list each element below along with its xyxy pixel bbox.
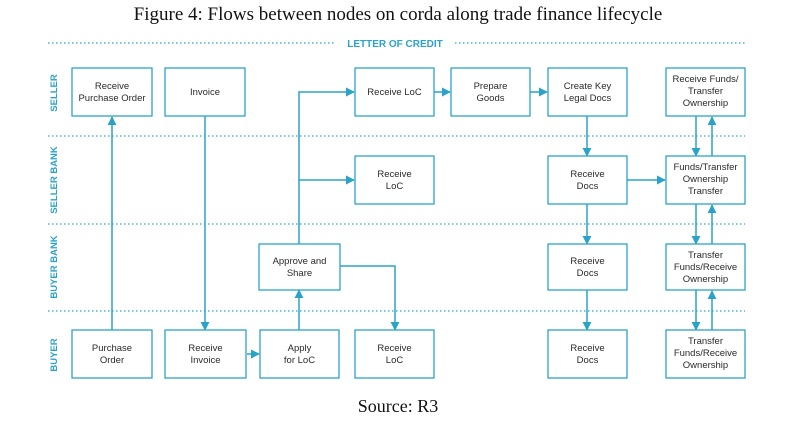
arrow-approve-to-buyer-receive-loc [340,265,400,331]
node-buyer-transfer-funds: Transfer Funds/Receive Ownership [665,329,746,379]
node-text: Order [100,355,124,366]
node-text: Goods [477,93,505,104]
node-text: Transfer [688,186,723,197]
node-text: Receive [570,256,604,267]
node-text: Receive [570,169,604,180]
node-create-key-legal-docs: Create Key Legal Docs [547,67,628,117]
node-apply-for-loc: Apply for LoC [259,329,340,379]
node-buyer-receive-loc: Receive LoC [354,329,435,379]
node-prepare-goods: Prepare Goods [450,67,531,117]
node-receive-purchase-order: Receive Purchase Order [71,67,153,117]
node-seller-bank-receive-loc: Receive LoC [354,155,435,205]
node-text: Invoice [190,87,220,98]
lane-label-buyer: BUYER [49,338,60,371]
node-text: Ownership [683,174,728,185]
node-text: Ownership [683,274,728,285]
node-receive-funds-transfer-ownership: Receive Funds/ Transfer Ownership [665,67,746,117]
node-text: Receive Funds/ [672,74,738,85]
node-receive-invoice: Receive Invoice [164,329,247,379]
node-seller-receive-loc: Receive LoC [354,67,435,117]
node-text: Docs [577,268,599,279]
lane-label-seller: SELLER [49,74,60,112]
node-text: Receive [570,343,604,354]
node-text: LoC [386,355,404,366]
flow-arrows [107,87,717,359]
node-text: Receive [377,343,411,354]
node-text: Funds/Receive [674,348,737,359]
node-text: Share [287,268,312,279]
node-text: Purchase [92,343,132,354]
node-text: Transfer [688,86,723,97]
node-purchase-order: Purchase Order [71,329,153,379]
node-text: Receive [377,169,411,180]
node-text: for LoC [284,355,315,366]
node-text: Receive [95,81,129,92]
lane-label-seller-bank: SELLER BANK [49,146,60,214]
node-text: Docs [577,355,599,366]
figure-title: Figure 4: Flows between nodes on corda a… [133,4,663,25]
node-text: Approve and [273,256,327,267]
node-text: Create Key [564,81,612,92]
node-buyer-bank-receive-docs: Receive Docs [547,243,628,291]
node-text: Invoice [190,355,220,366]
node-text: Funds/Transfer [673,162,737,173]
node-text: Receive [188,343,222,354]
arrow-approve-to-seller-receive-loc [298,87,355,244]
node-text: Purchase Order [78,93,145,104]
node-buyer-receive-docs: Receive Docs [547,329,628,379]
node-text: Transfer [688,250,723,261]
node-text: Ownership [683,360,728,371]
node-seller-bank-receive-docs: Receive Docs [547,155,628,205]
node-text: Apply [288,343,312,354]
node-text: Receive LoC [367,87,422,98]
node-approve-and-share: Approve and Share [258,243,341,291]
node-invoice: Invoice [164,67,246,117]
node-text: Legal Docs [564,93,612,104]
source-caption: Source: R3 [357,396,439,416]
lane-label-buyer-bank: BUYER BANK [49,235,60,298]
node-text: Funds/Receive [674,262,737,273]
node-text: Prepare [474,81,508,92]
node-text: Docs [577,181,599,192]
node-buyer-bank-transfer-funds: Transfer Funds/Receive Ownership [665,243,746,291]
node-funds-transfer-ownership-transfer: Funds/Transfer Ownership Transfer [665,155,746,205]
section-header-label: LETTER OF CREDIT [347,39,443,50]
node-text: Transfer [688,336,723,347]
node-text: LoC [386,181,404,192]
node-text: Ownership [683,98,728,109]
